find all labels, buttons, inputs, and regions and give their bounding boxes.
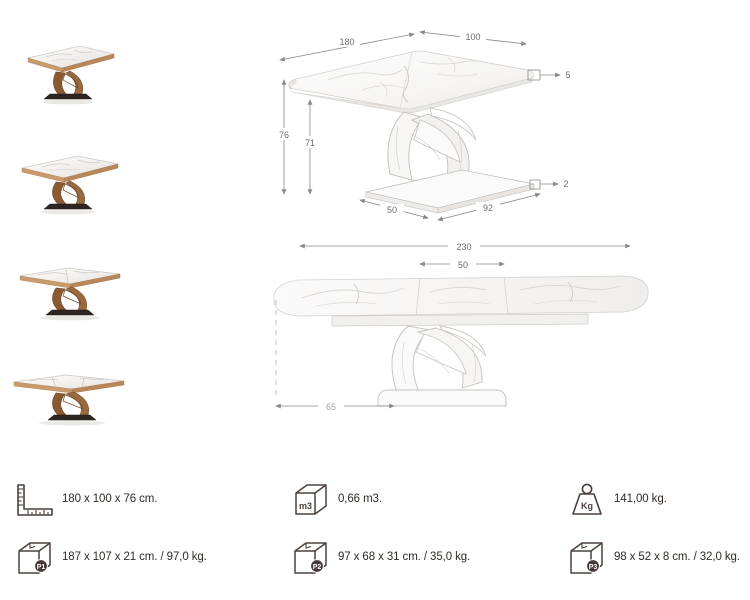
spec-value: 180 x 100 x 76 cm.: [62, 493, 158, 506]
specification-grid: 180 x 100 x 76 cm. m3 0,66 m3. Kg 141,00…: [0, 466, 750, 591]
package-icon: P3: [570, 542, 603, 574]
dimension-plinth-thickness-2: 2: [529, 179, 569, 190]
volume-icon: m3: [295, 484, 327, 515]
dim-label-top-thickness: 5: [565, 70, 570, 80]
package-badge-label: P3: [589, 564, 598, 571]
dim-label-plinth-thickness: 2: [563, 179, 568, 189]
dim-label-length: 180: [339, 37, 354, 47]
spec-value: 187 x 107 x 21 cm. / 97,0 kg.: [62, 551, 207, 564]
spec-package-2: P2 97 x 68 x 31 cm. / 35,0 kg.: [290, 530, 560, 586]
table-top-isometric: [288, 50, 534, 114]
product-thumbnail[interactable]: [8, 136, 130, 220]
table-thumbnail-icon: [19, 267, 121, 321]
spec-total-weight: Kg 141,00 kg.: [566, 472, 750, 528]
table-base-isometric: [387, 107, 477, 187]
dimension-total-height-76: 76: [272, 79, 296, 195]
table-top-front-elevation: [273, 275, 649, 327]
product-thumbnail[interactable]: [8, 352, 130, 436]
product-thumbnail[interactable]: [8, 246, 130, 330]
spec-package-1: P1 187 x 107 x 21 cm. / 97,0 kg.: [14, 530, 284, 586]
table-thumbnail-icon: [13, 374, 125, 426]
package-icon: P2: [294, 542, 327, 574]
dimension-base-offset-65: 65: [275, 300, 395, 412]
dim-label-plinth-width: 92: [483, 203, 493, 213]
dim-label-base-offset: 65: [326, 402, 336, 412]
product-thumbnail-list: [0, 0, 140, 450]
dim-label-plinth-depth: 50: [387, 205, 397, 215]
dimension-length-180: 180: [279, 32, 415, 62]
package-icon: P1: [18, 542, 51, 574]
spec-value: 141,00 kg.: [614, 493, 667, 506]
table-thumbnail-icon: [21, 155, 119, 215]
technical-drawing-isometric: 180 100 5: [262, 22, 662, 232]
spec-row: 180 x 100 x 76 cm. m3 0,66 m3. Kg 141,00…: [0, 472, 750, 528]
dimension-plinth-width-92: 92: [437, 192, 541, 222]
table-plinth-front-elevation: [377, 389, 507, 407]
dimension-leaf-width-50: 50: [419, 258, 505, 270]
spec-value: 98 x 52 x 8 cm. / 32,0 kg.: [614, 551, 740, 564]
ruler-icon: [17, 484, 53, 516]
dim-label-leaf-width: 50: [458, 260, 468, 270]
dimension-plinth-depth-50: 50: [359, 198, 429, 220]
dim-label-depth: 100: [465, 32, 480, 42]
dim-label-total-height: 76: [279, 130, 289, 140]
table-base-front-elevation: [391, 325, 487, 391]
spec-value: 97 x 68 x 31 cm. / 35,0 kg.: [338, 551, 471, 564]
package-badge-label: P1: [37, 564, 46, 571]
product-thumbnail[interactable]: [8, 28, 130, 112]
weight-unit-label: Kg: [581, 501, 593, 511]
dim-label-extended-length: 230: [456, 242, 471, 252]
spec-package-3: P3 98 x 52 x 8 cm. / 32,0 kg.: [566, 530, 750, 586]
dimension-extended-length-230: 230: [299, 240, 631, 252]
dim-label-base-height: 71: [305, 138, 315, 148]
spec-row: P1 187 x 107 x 21 cm. / 97,0 kg. P2 97 x…: [0, 530, 750, 586]
volume-unit-label: m3: [299, 501, 312, 511]
technical-drawing-front-elevation: 230 50: [258, 232, 668, 427]
spec-value: 0,66 m3.: [338, 493, 382, 506]
dimension-depth-100: 100: [419, 30, 527, 46]
table-thumbnail-icon: [26, 45, 115, 105]
weight-icon: Kg: [572, 483, 602, 515]
package-badge-label: P2: [313, 564, 322, 571]
dimension-top-thickness-5: 5: [527, 69, 571, 81]
spec-product-dimensions: 180 x 100 x 76 cm.: [14, 472, 284, 528]
spec-shipping-volume: m3 0,66 m3.: [290, 472, 560, 528]
dimension-base-height-71: 71: [298, 99, 322, 195]
